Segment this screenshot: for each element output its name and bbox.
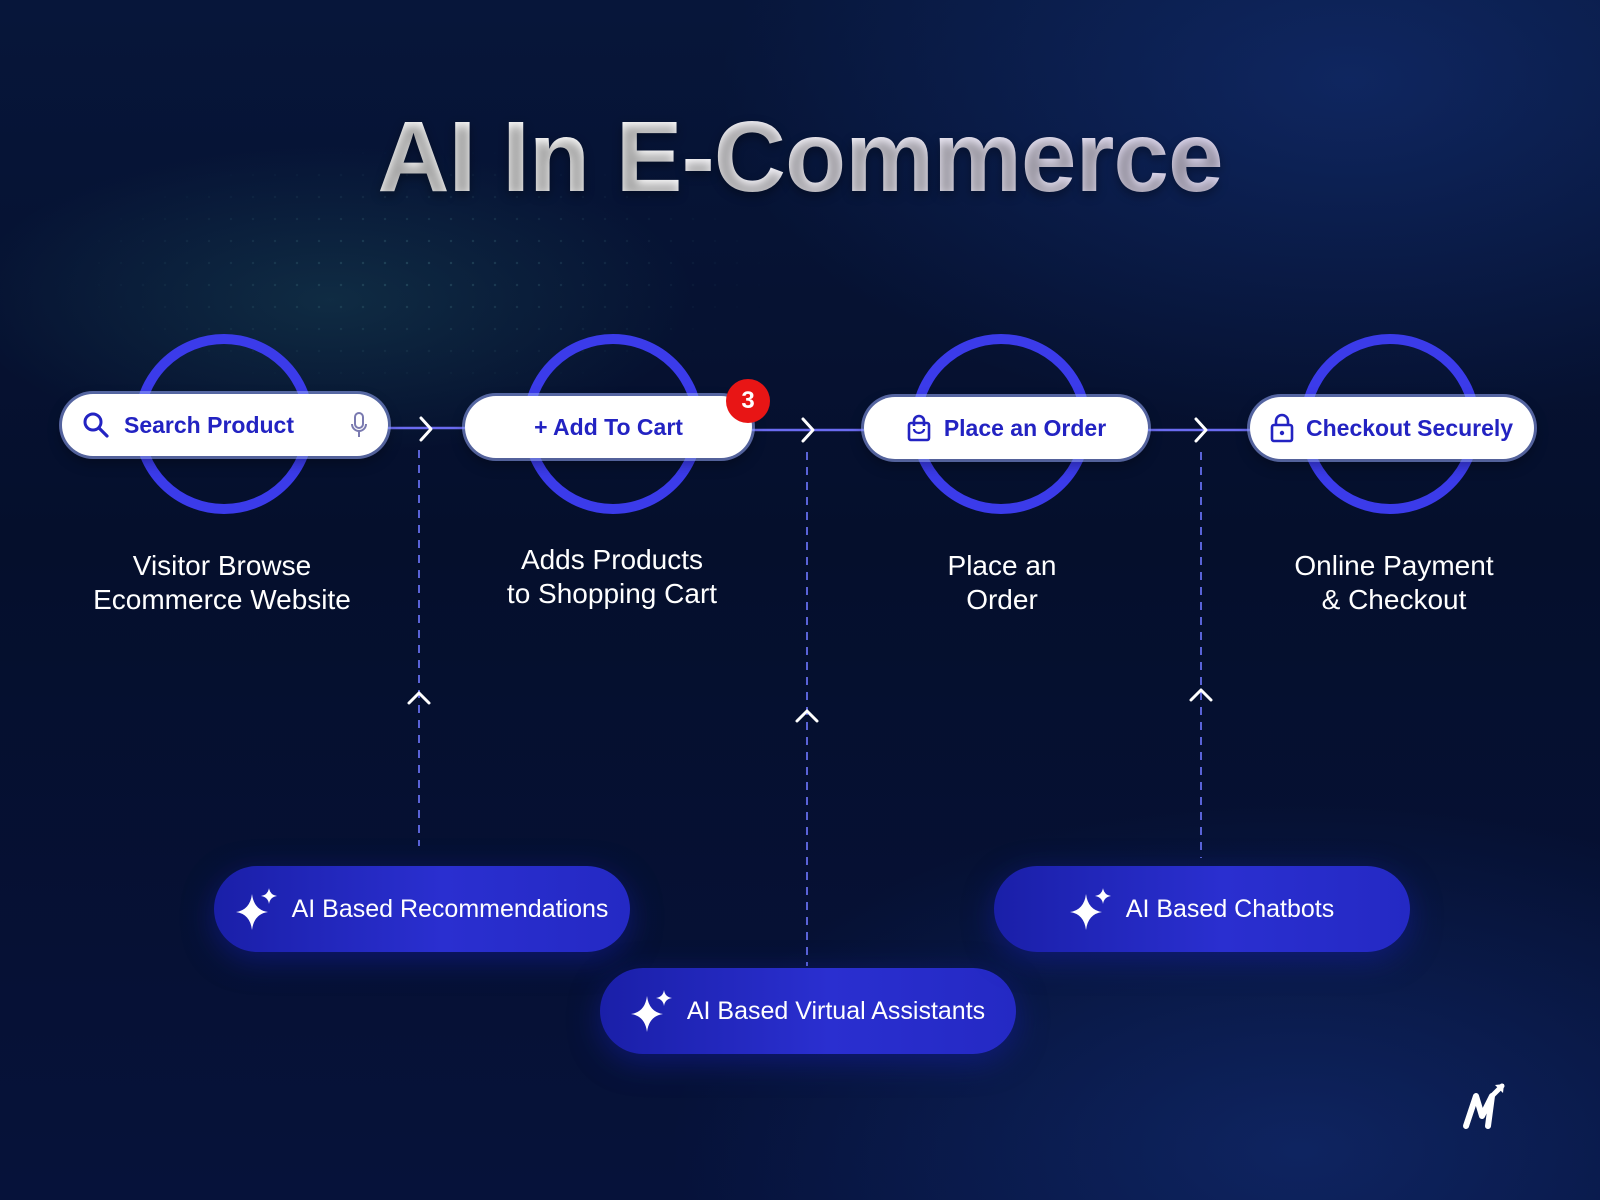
arrow-up-icon [795,709,819,723]
ai-chatbots-label: AI Based Chatbots [1125,894,1335,923]
place-order-button[interactable]: Place an Order [864,397,1148,459]
caption-line: to Shopping Cart [506,578,718,609]
sparkle-icon [1069,888,1111,930]
search-product-pill[interactable]: Search Product [62,394,388,456]
cart-count-badge: 3 [726,379,770,423]
arrow-right-icon [801,417,815,443]
ai-virtual-assistants-pill[interactable]: AI Based Virtual Assistants [600,968,1016,1054]
step-caption-4: Online Payment & Checkout [1234,549,1554,617]
step-caption-2: Adds Products to Shopping Cart [452,543,772,611]
caption-line: Place an [947,550,1057,581]
add-to-cart-label: + Add To Cart [534,413,683,440]
brand-m-logo-icon [1463,1083,1505,1129]
page-title: AI In E-Commerce [0,100,1600,215]
caption-line: Order [966,584,1038,615]
ai-recommendations-pill[interactable]: AI Based Recommendations [214,866,630,952]
arrow-up-icon [407,691,431,705]
add-to-cart-button[interactable]: + Add To Cart [465,396,752,458]
caption-line: Online Payment [1294,550,1494,581]
lock-icon [1270,413,1294,443]
caption-line: Ecommerce Website [93,584,351,615]
place-order-label: Place an Order [943,414,1107,441]
arrow-right-icon [1194,417,1208,443]
sparkle-icon [235,888,277,930]
step-caption-1: Visitor Browse Ecommerce Website [62,549,382,617]
search-product-label: Search Product [124,411,294,438]
caption-line: & Checkout [1321,584,1467,615]
ai-chatbots-pill[interactable]: AI Based Chatbots [994,866,1410,952]
ai-virtual-assistants-label: AI Based Virtual Assistants [686,996,986,1025]
microphone-icon[interactable] [348,411,370,439]
arrow-right-icon [419,416,433,442]
checkout-securely-button[interactable]: Checkout Securely [1250,397,1534,459]
sparkle-icon [630,990,672,1032]
checkout-securely-label: Checkout Securely [1306,414,1514,441]
caption-line: Visitor Browse [132,550,312,581]
shopping-bag-icon [907,414,931,442]
ai-recommendations-label: AI Based Recommendations [291,894,609,923]
step-caption-3: Place an Order [842,549,1162,617]
caption-line: Adds Products [520,544,704,575]
search-icon [83,412,109,438]
arrow-up-icon [1189,688,1213,702]
